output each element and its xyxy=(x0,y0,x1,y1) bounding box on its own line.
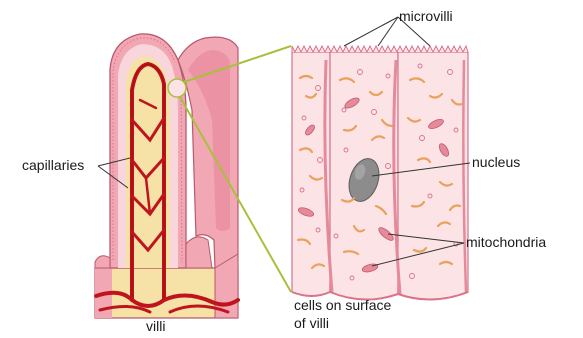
label-microvilli: microvilli xyxy=(399,8,453,24)
label-capillaries: capillaries xyxy=(22,157,84,173)
zoom-circle-icon xyxy=(168,79,186,97)
label-villi: villi xyxy=(146,318,165,334)
label-cells-line1: cells on surface xyxy=(294,297,391,313)
villus-cross-section-icon xyxy=(95,34,238,318)
microvilli-border xyxy=(292,46,468,52)
label-nucleus: nucleus xyxy=(472,154,520,170)
label-mitochondria: mitochondria xyxy=(466,234,546,250)
surface-cells-icon xyxy=(292,46,468,300)
label-cells-line2: of villi xyxy=(294,315,329,331)
